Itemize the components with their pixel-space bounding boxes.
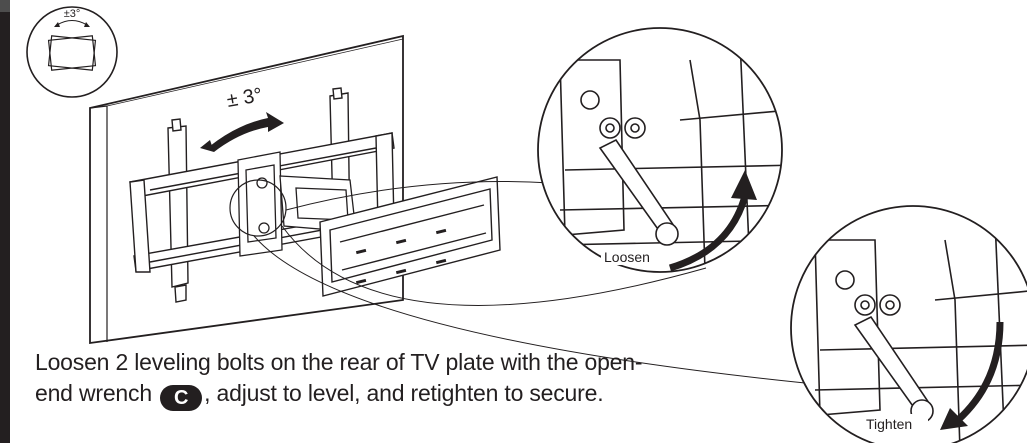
instruction-part-1: Loosen 2 leveling bolts on the rear of T… [35, 349, 643, 406]
wall-plate [319, 176, 501, 297]
detail-callout [229, 179, 287, 237]
loosen-detail: Loosen [537, 27, 783, 273]
tilt-inset-label: ±3° [64, 8, 81, 20]
tilt-inset: ±3° [26, 6, 118, 98]
tighten-label: Tighten [866, 416, 912, 432]
wrench-badge: C [160, 385, 203, 411]
sidebar-stripe [0, 0, 10, 443]
tighten-detail: Tighten [790, 205, 1027, 443]
instruction-part-2: , adjust to level, and retighten to secu… [204, 380, 604, 406]
instruction-text: Loosen 2 leveling bolts on the rear of T… [35, 347, 675, 411]
loosen-label: Loosen [604, 249, 650, 265]
